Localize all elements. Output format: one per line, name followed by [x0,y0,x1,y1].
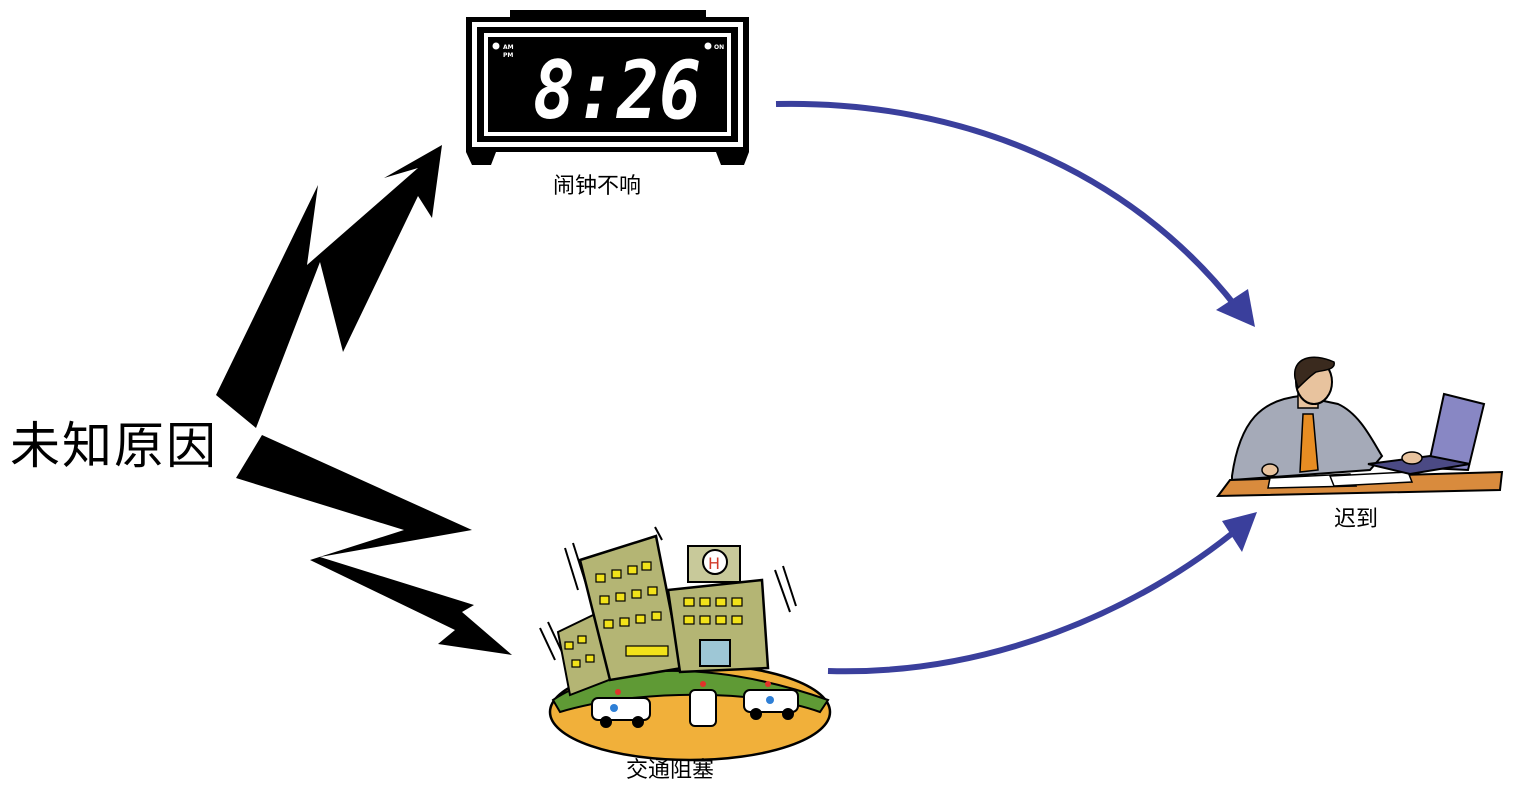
lightning-bolt-lower [236,435,512,655]
clock-time-display: 8:26 [533,44,701,137]
clock-on-text: ON [714,44,724,51]
alarm-cause-label: 闹钟不响 [553,174,642,199]
svg-text:H: H [708,554,720,573]
late-effect-label: 迟到 [1334,507,1379,532]
traffic-cause-label: 交通阻塞 [626,758,715,783]
arrow-traffic-to-late [827,524,1242,675]
arrow-alarm-to-late-head [1216,289,1255,327]
root-cause-label: 未知原因 [10,417,218,475]
arrow-alarm-to-late [775,100,1240,310]
arrow-traffic-to-late-head [1222,512,1257,552]
clock-am-text: AM [503,44,514,51]
lightning-bolt-upper [216,145,442,428]
clock-pm-text: PM [503,52,513,59]
